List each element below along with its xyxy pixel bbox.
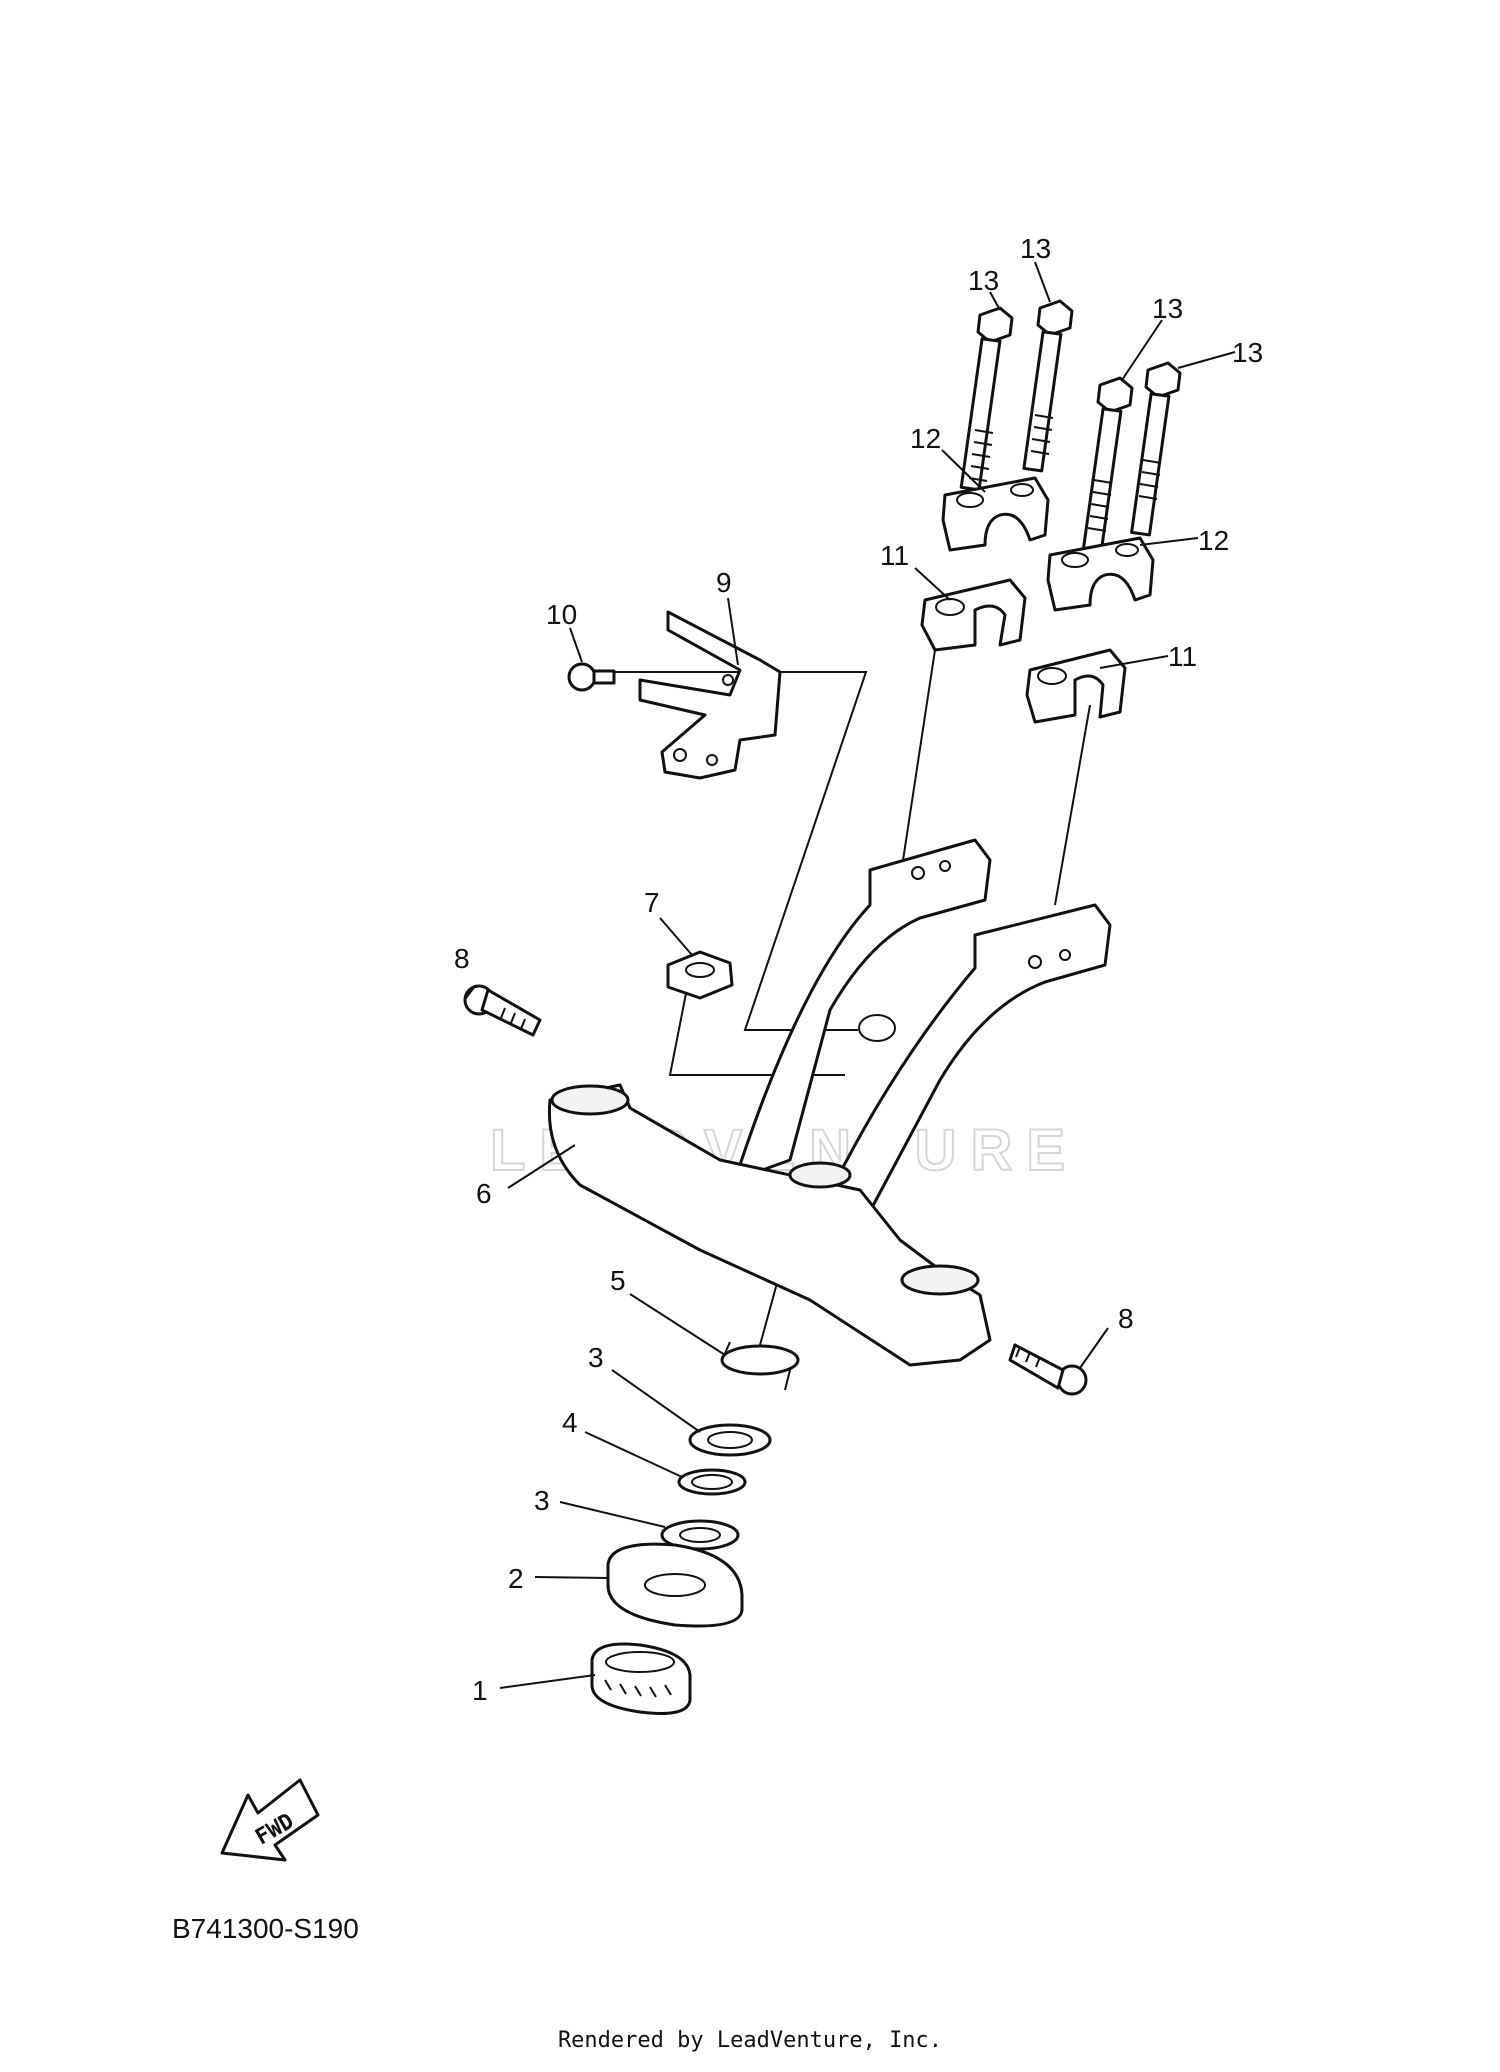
bolt-13-b[interactable] [1022,299,1074,473]
steering-bracket-6[interactable] [547,838,1112,1367]
callout-7: 7 [644,887,660,918]
bolt-10[interactable] [567,662,616,692]
damper-11-b[interactable] [1025,648,1127,724]
callout-13: 13 [1152,293,1183,324]
washer-4[interactable] [677,1468,747,1496]
callout-11: 11 [880,540,909,571]
upper-clamp-12-a[interactable] [941,476,1050,552]
bolt-8-b[interactable] [1008,1343,1088,1396]
callout-4: 4 [562,1407,578,1438]
seal-2[interactable] [606,1542,744,1628]
callout-8: 8 [454,943,470,974]
bolt-13-d[interactable] [1130,361,1182,537]
callout-6: 6 [476,1178,492,1209]
upper-clamp-12-b[interactable] [1046,536,1155,612]
callout-3: 3 [534,1485,550,1516]
diagram-code: B741300-S190 [172,1913,359,1944]
callout-11: 11 [1168,641,1197,672]
callout-12: 12 [910,423,941,454]
lock-washer-3-a[interactable] [688,1423,772,1457]
callout-3: 3 [588,1342,604,1373]
callout-1: 1 [472,1675,488,1706]
retaining-ring-5[interactable] [720,1341,800,1391]
callout-2: 2 [508,1563,524,1594]
bolt-13-a[interactable] [959,306,1014,492]
callout-13: 13 [1020,233,1051,264]
footer-credit: Rendered by LeadVenture, Inc. [557,2028,943,2053]
callout-8: 8 [1118,1303,1134,1334]
fwd-arrow-icon: FWD [220,1778,320,1862]
bracket-9[interactable] [638,610,782,780]
callout-13: 13 [968,265,999,296]
callout-5: 5 [610,1265,626,1296]
callout-12: 12 [1198,525,1229,556]
callout-13: 13 [1232,337,1263,368]
callouts: 13 13 13 13 12 12 11 11 9 10 7 8 8 6 5 3… [454,233,1263,1706]
leader-lines [465,261,1236,1689]
damper-11-a[interactable] [920,578,1027,652]
bolt-13-c[interactable] [1080,376,1134,562]
bearing-1[interactable] [590,1642,692,1715]
lock-washer-3-b[interactable] [660,1519,740,1551]
callout-9: 9 [716,567,732,598]
callout-10: 10 [546,599,577,630]
nut-7[interactable] [666,950,734,1000]
bolt-8-a[interactable] [463,984,542,1037]
